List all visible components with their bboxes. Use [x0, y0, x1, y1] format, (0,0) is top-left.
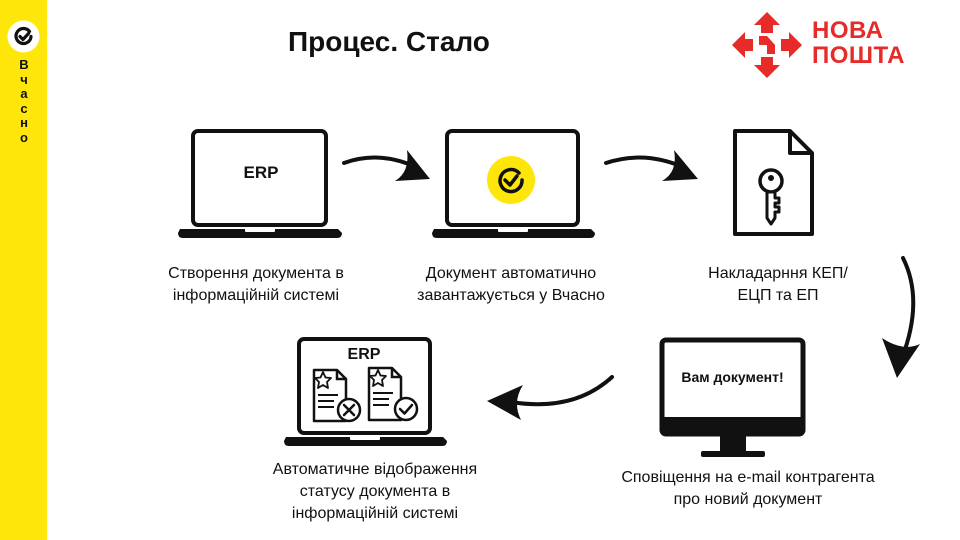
page-title: Процес. Стало — [288, 26, 490, 57]
vchasno-logo-icon — [487, 156, 535, 204]
step-1-caption: Створення документа в інформаційній сист… — [168, 265, 344, 304]
partner-logo-text: НОВА ПОШТА — [812, 17, 906, 69]
step-4-screen-label: Вам документ! — [681, 369, 784, 385]
step-3-caption: Накладарння КЕП/ ЕЦП та ЕП — [708, 265, 848, 304]
step-2-caption: Документ автоматично завантажується у Вч… — [417, 265, 605, 304]
brand-name-vertical: В ч а с н о — [19, 57, 29, 145]
arrow-icon — [604, 150, 698, 181]
vchasno-check-circle-icon — [7, 20, 40, 53]
step-1-screen-label: ERP — [243, 163, 279, 182]
brand-sidebar — [0, 0, 47, 540]
step-5-caption: Автоматичне відображення статусу докумен… — [272, 461, 478, 522]
step-5-screen-label: ERP — [347, 346, 381, 363]
arrow-icon — [487, 375, 614, 420]
monitor-icon — [659, 337, 806, 457]
laptop-icon — [178, 129, 342, 238]
rejected-document-icon — [312, 368, 362, 423]
nova-poshta-arrows-icon — [732, 12, 802, 78]
approved-document-icon — [367, 366, 419, 422]
document-key-icon — [733, 129, 814, 236]
arrow-icon — [342, 150, 430, 181]
arrow-icon — [882, 256, 920, 378]
step-4-caption: Сповіщення на e-mail контрагента про нов… — [621, 469, 875, 508]
